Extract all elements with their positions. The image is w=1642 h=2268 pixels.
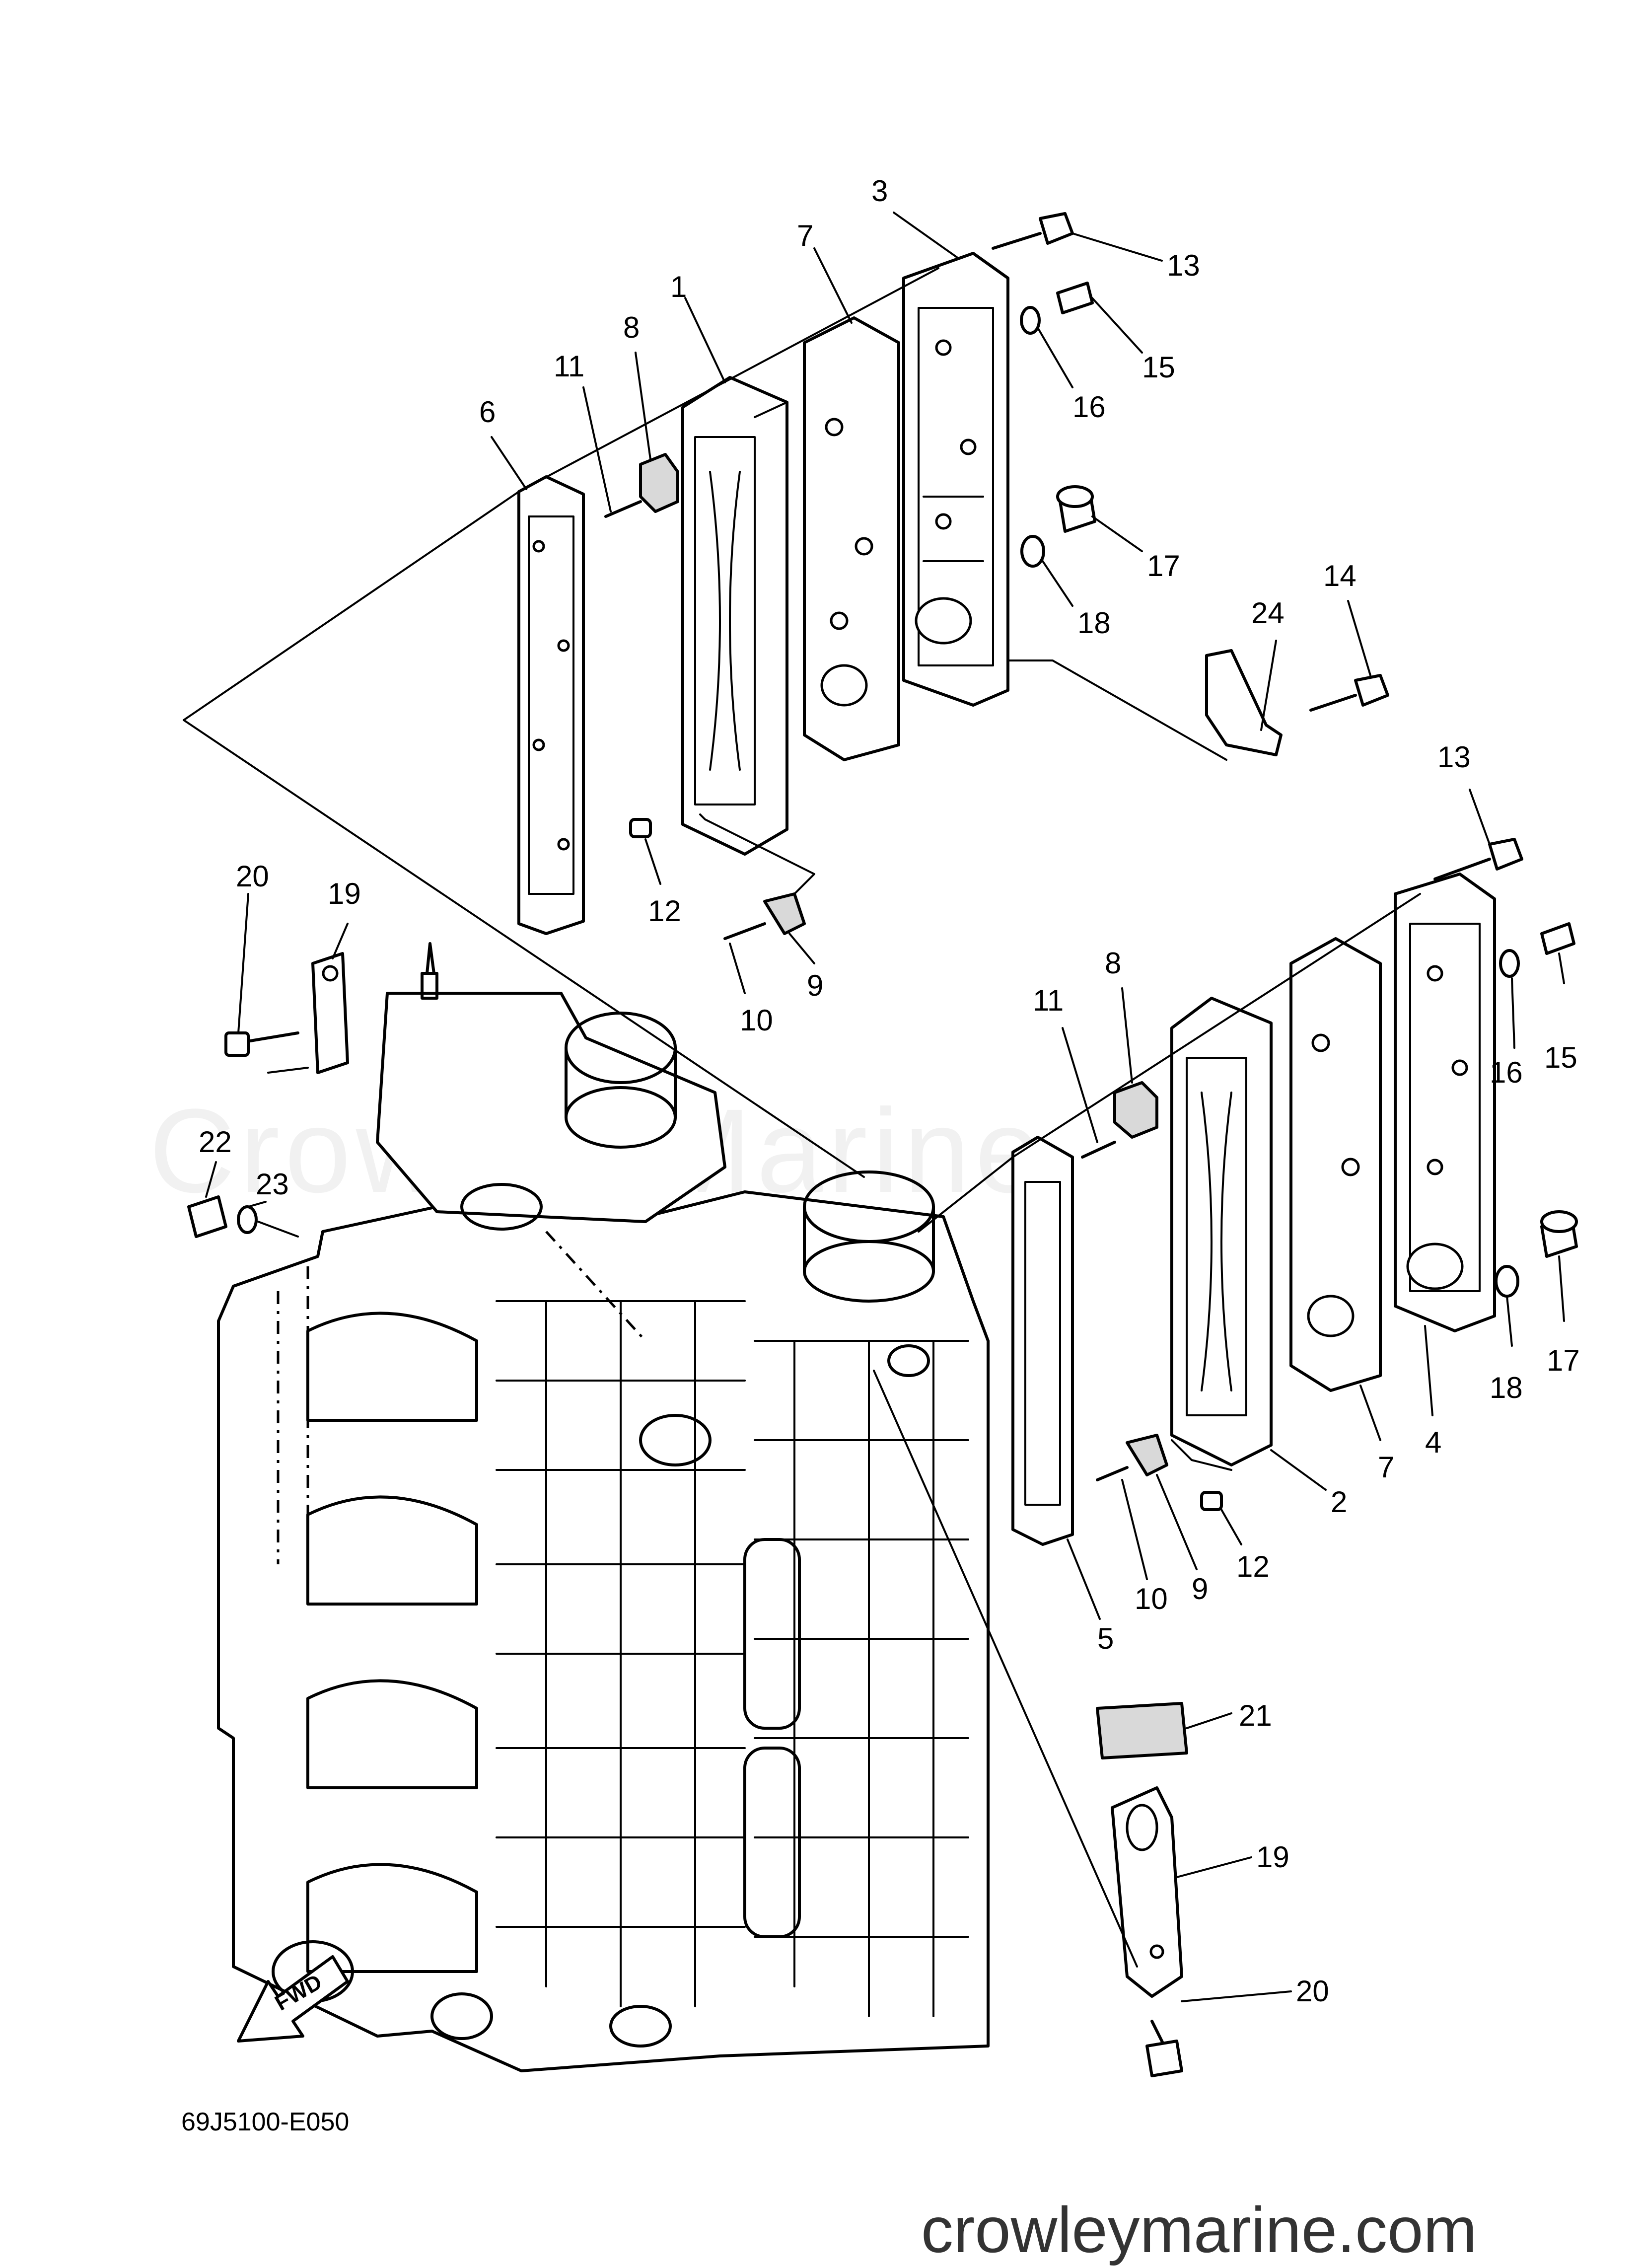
callout-17-upper: 17 — [1147, 549, 1180, 583]
callout-1: 1 — [670, 270, 687, 303]
callout-10-lower: 10 — [1135, 1582, 1168, 1615]
washer-18-upper — [1020, 535, 1045, 568]
dowel-12-upper — [629, 818, 652, 838]
anode-8-upper — [639, 453, 679, 513]
callout-22: 22 — [199, 1125, 232, 1159]
callout-17-lower: 17 — [1547, 1344, 1580, 1377]
screw-10-lower — [1096, 1466, 1129, 1481]
callout-9-upper: 9 — [807, 969, 823, 1002]
callout-14: 14 — [1323, 559, 1356, 592]
washer-16-upper — [1020, 306, 1041, 335]
callout-2: 2 — [1331, 1485, 1347, 1519]
outer-cover-4 — [1394, 873, 1496, 1332]
callout-11-upper: 11 — [554, 350, 584, 383]
callout-20-lower: 20 — [1296, 1975, 1329, 2008]
site-url: crowleymarine.com — [921, 2194, 1477, 2266]
screw-10-upper — [723, 922, 766, 940]
dowel-12-lower — [1200, 1491, 1223, 1511]
callout-24: 24 — [1251, 596, 1285, 630]
bolt-15-upper — [1056, 282, 1094, 314]
bolt-15-lower — [1540, 922, 1575, 955]
cushion-21 — [1096, 1702, 1188, 1759]
cylinder-bores — [272, 1312, 478, 2003]
callout-12-upper: 12 — [648, 894, 681, 928]
callout-7-upper: 7 — [797, 219, 813, 252]
callout-6: 6 — [479, 395, 496, 429]
callout-13-upper: 13 — [1167, 249, 1200, 282]
callout-15-upper: 15 — [1142, 351, 1175, 384]
callout-16-upper: 16 — [1072, 390, 1106, 424]
callout-numbers: 3 7 1 8 11 6 13 15 16 17 18 14 24 12 9 1… — [199, 174, 1580, 2008]
callout-15-lower: 15 — [1544, 1041, 1577, 1074]
anode-8-lower — [1113, 1081, 1158, 1139]
callout-23: 23 — [256, 1168, 289, 1201]
cylinder-block — [217, 942, 990, 2072]
callout-7-lower: 7 — [1378, 1451, 1394, 1484]
gasket-5 — [1011, 1136, 1074, 1546]
plug-17-upper — [1056, 485, 1096, 533]
callout-19-upper: 19 — [328, 877, 361, 910]
callout-18-upper: 18 — [1077, 606, 1111, 640]
plug-17-lower — [1540, 1210, 1578, 1258]
callout-8-upper: 8 — [623, 311, 640, 344]
screw-11-upper — [604, 500, 642, 518]
callout-16-lower: 16 — [1490, 1056, 1523, 1089]
clip-9-upper — [763, 892, 806, 935]
diagram-code: 69J5100-E050 — [181, 2108, 349, 2136]
gasket-7-upper — [803, 316, 900, 761]
callout-21: 21 — [1239, 1699, 1272, 1732]
clip-9-lower — [1126, 1434, 1168, 1476]
callout-9-lower: 9 — [1192, 1572, 1208, 1606]
outer-cover-3 — [902, 252, 1009, 707]
bracket-24 — [1205, 649, 1283, 756]
gasket-6 — [517, 475, 585, 935]
callout-3: 3 — [871, 174, 888, 208]
bolt-13-upper — [992, 212, 1074, 250]
screw-11-lower — [1081, 1141, 1116, 1159]
leader-lines — [183, 212, 1565, 2002]
callout-13-lower: 13 — [1437, 740, 1471, 774]
callout-4: 4 — [1425, 1426, 1441, 1459]
washer-18-lower — [1495, 1265, 1519, 1298]
callout-19-lower: 19 — [1256, 1840, 1289, 1874]
bolt-14 — [1309, 674, 1389, 712]
washer-23 — [237, 1205, 258, 1234]
gasket-7-lower — [1289, 937, 1382, 1392]
bolt-22 — [187, 1195, 227, 1238]
callout-12-lower: 12 — [1236, 1550, 1270, 1583]
bolt-13-lower — [1433, 838, 1523, 880]
callout-10-upper: 10 — [740, 1004, 773, 1037]
callout-5: 5 — [1097, 1622, 1114, 1655]
callout-18-lower: 18 — [1490, 1371, 1523, 1404]
callout-11-lower: 11 — [1033, 984, 1064, 1017]
callout-8-lower: 8 — [1105, 947, 1121, 980]
callout-20-upper: 20 — [236, 860, 269, 893]
cover-1 — [681, 376, 788, 856]
washer-16-lower — [1499, 949, 1520, 978]
cover-2 — [1170, 997, 1273, 1466]
